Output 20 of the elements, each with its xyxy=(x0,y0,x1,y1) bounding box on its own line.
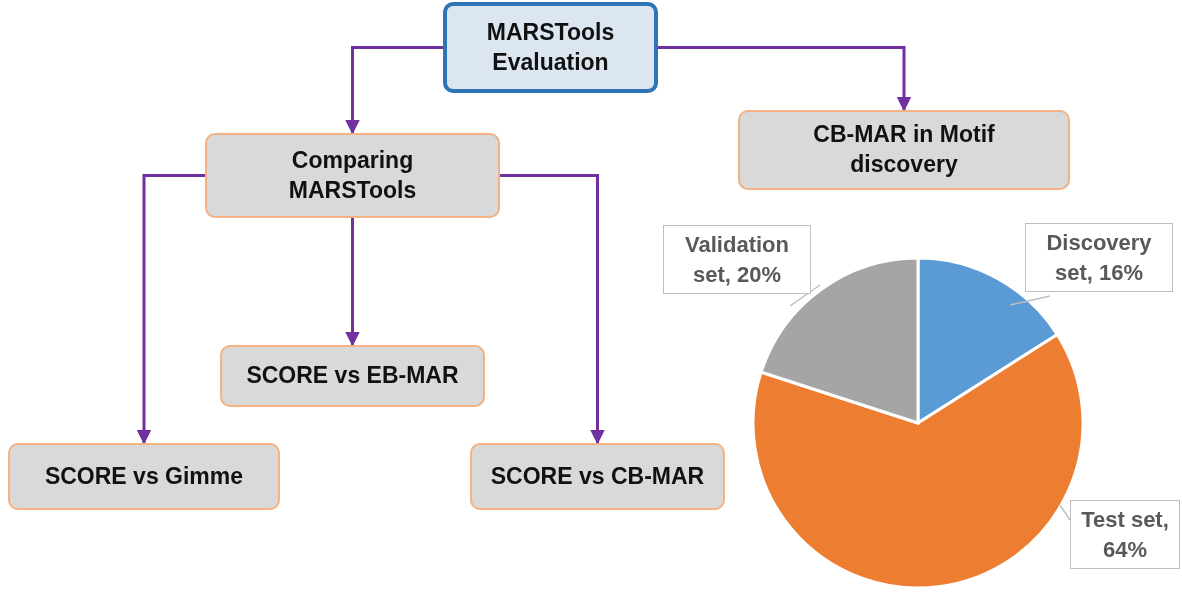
process-box xyxy=(205,133,500,218)
process-box xyxy=(443,2,658,93)
process-box xyxy=(470,443,725,510)
box-label: Comparing MARSTools xyxy=(287,145,418,205)
data-label: Test set, 64% xyxy=(1070,500,1180,570)
arrow xyxy=(658,46,912,112)
process-box xyxy=(8,443,280,510)
box-label: SCORE vs CB-MAR xyxy=(490,461,705,491)
data-label: Discovery set, 16% xyxy=(1025,223,1173,293)
arrow xyxy=(500,174,605,445)
process-box xyxy=(738,110,1070,190)
arrow xyxy=(136,174,205,445)
data-label: Validation set, 20% xyxy=(663,225,811,295)
box-label: SCORE vs Gimme xyxy=(44,461,244,491)
process-box xyxy=(220,345,485,407)
arrow xyxy=(345,218,360,347)
arrow xyxy=(345,46,443,135)
box-label: CB-MAR in Motif discovery xyxy=(812,120,996,179)
box-label: SCORE vs EB-MAR xyxy=(246,361,459,391)
box-label: MARSTools Evaluation xyxy=(485,17,616,77)
